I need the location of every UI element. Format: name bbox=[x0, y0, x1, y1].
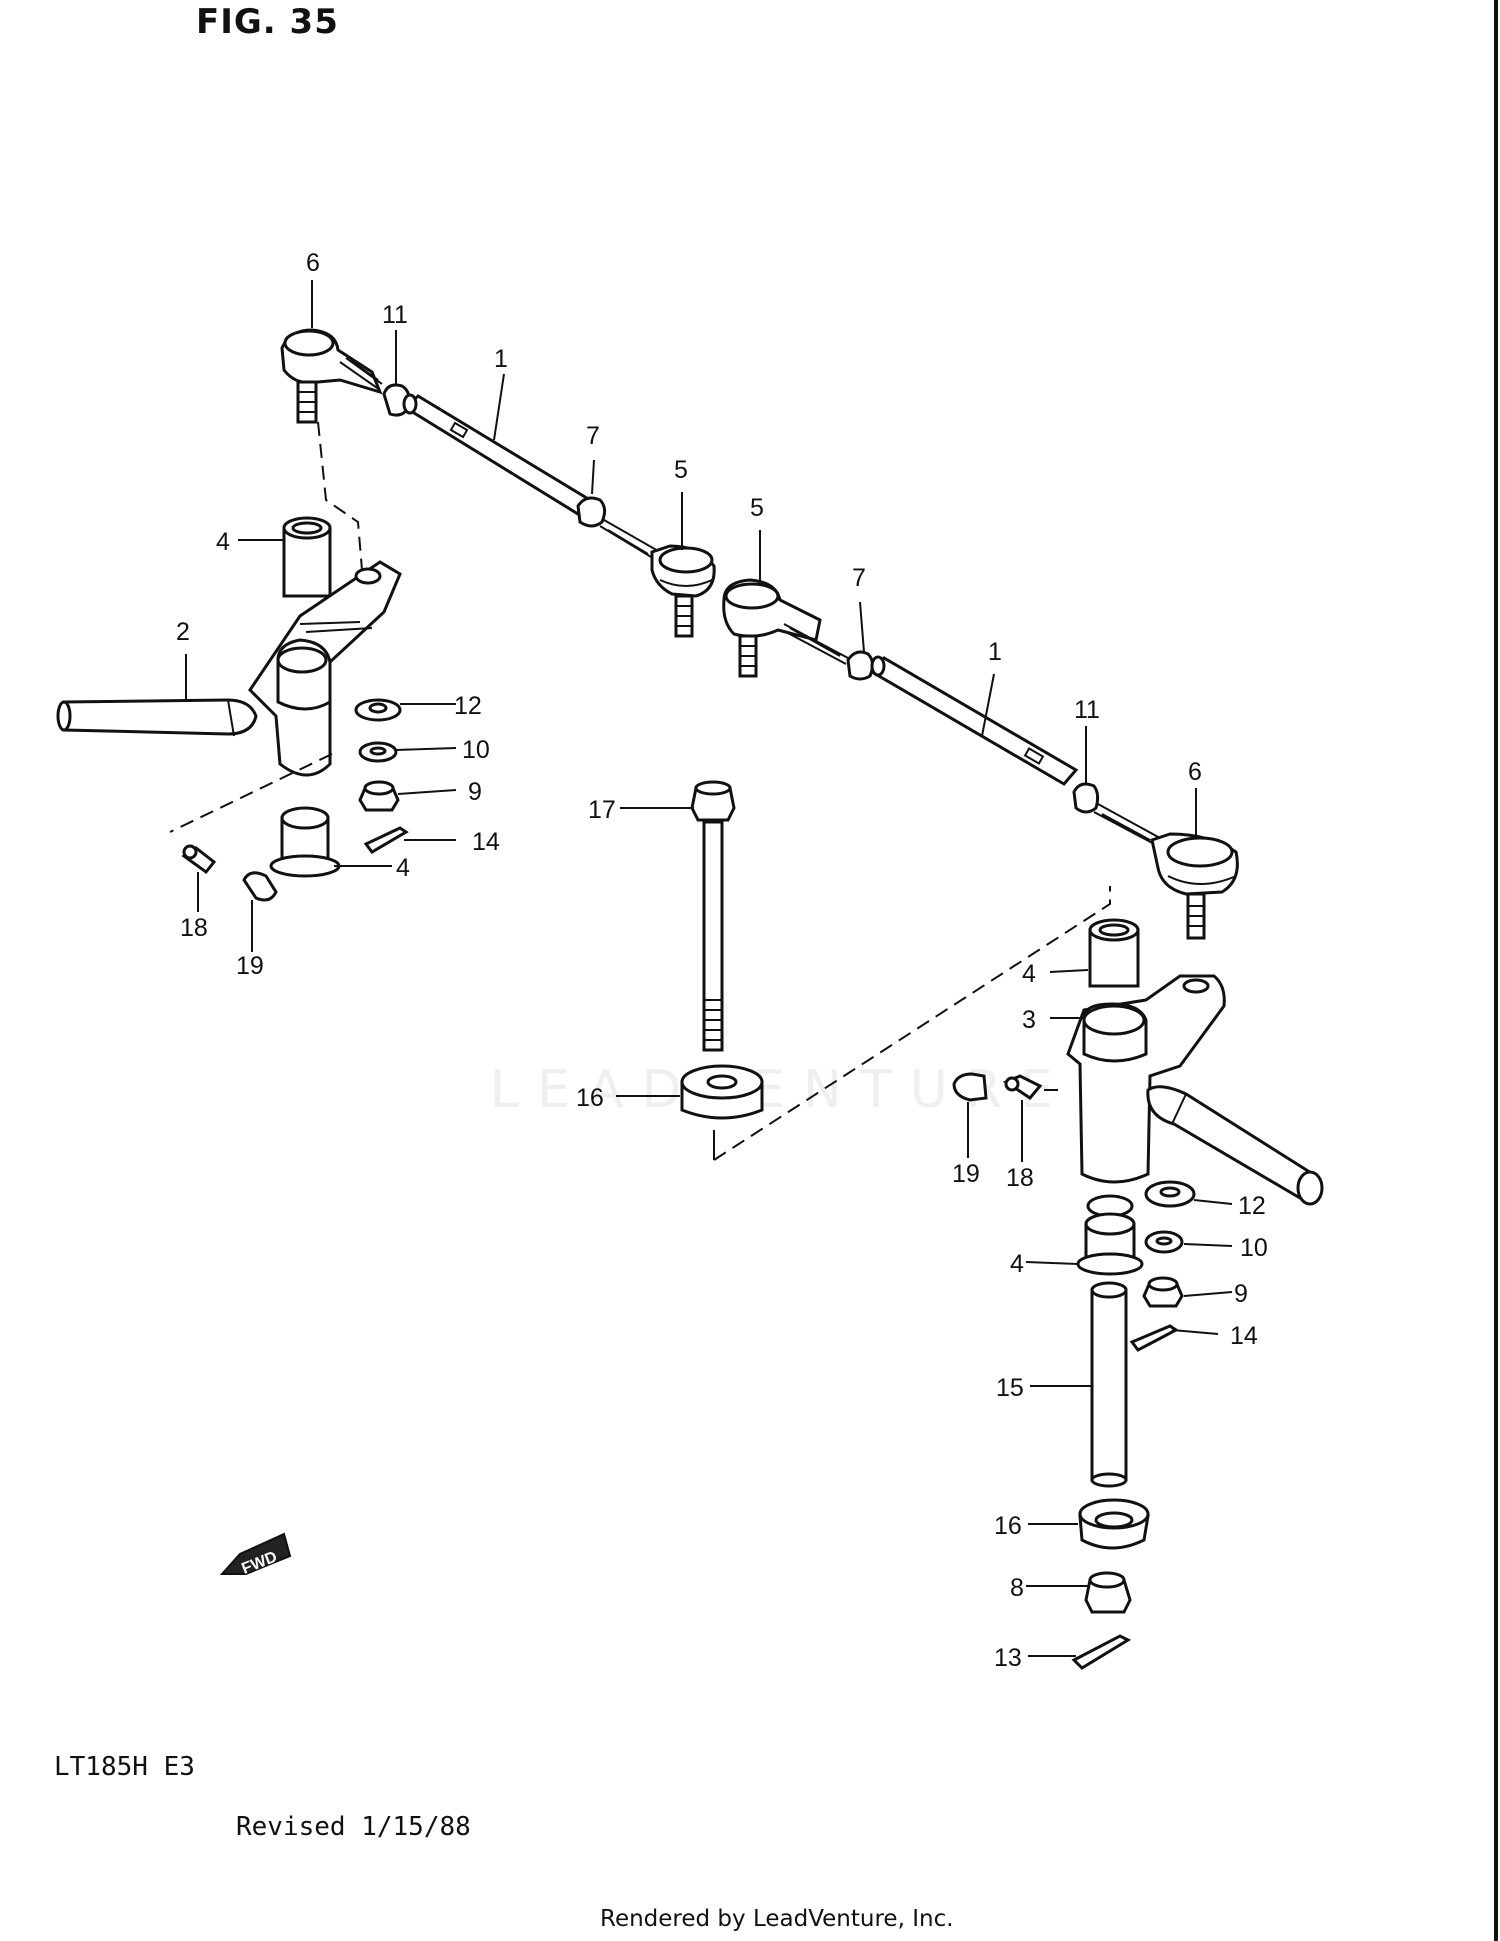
callout-10: 10 bbox=[1240, 1234, 1268, 1262]
callout-4: 4 bbox=[1022, 960, 1036, 988]
model-code: LT185H E3 bbox=[54, 1752, 195, 1782]
bushing-4-lower-left[interactable] bbox=[269, 806, 341, 878]
right-border bbox=[1494, 0, 1498, 1941]
tie-rod-end-5-right[interactable] bbox=[722, 578, 849, 678]
callout-19: 19 bbox=[952, 1160, 980, 1188]
callout-18: 18 bbox=[1006, 1164, 1034, 1192]
callout-13: 13 bbox=[994, 1644, 1022, 1672]
callout-19: 19 bbox=[236, 952, 264, 980]
callout-9: 9 bbox=[1234, 1280, 1248, 1308]
callout-5: 5 bbox=[674, 456, 688, 484]
revision-date: Revised 1/15/88 bbox=[236, 1812, 471, 1842]
callout-18: 18 bbox=[180, 914, 208, 942]
spring-washer-10-left[interactable] bbox=[358, 741, 398, 763]
cotter-pin-14-left[interactable] bbox=[363, 826, 409, 854]
callout-4: 4 bbox=[396, 854, 410, 882]
cotter-pin-13[interactable] bbox=[1071, 1634, 1132, 1670]
callout-6: 6 bbox=[1188, 758, 1202, 786]
callout-6: 6 bbox=[306, 249, 320, 277]
callout-3: 3 bbox=[1022, 1006, 1036, 1034]
callout-15: 15 bbox=[996, 1374, 1024, 1402]
callout-14: 14 bbox=[472, 828, 500, 856]
fwd-arrow-icon: FWD bbox=[219, 1532, 292, 1578]
callout-14: 14 bbox=[1230, 1322, 1258, 1350]
callout-5: 5 bbox=[750, 494, 764, 522]
tie-rod-end-5-left[interactable] bbox=[650, 544, 716, 638]
spacer-16-center[interactable] bbox=[680, 1064, 764, 1120]
cap-19-right[interactable] bbox=[952, 1072, 988, 1102]
lock-nut-7-left[interactable] bbox=[576, 496, 661, 561]
callout-17: 17 bbox=[588, 796, 616, 824]
lock-nut-11-right[interactable] bbox=[1072, 782, 1161, 847]
callout-9: 9 bbox=[468, 778, 482, 806]
bushing-4-upper-right[interactable] bbox=[1088, 918, 1140, 988]
callout-11: 11 bbox=[382, 301, 408, 329]
callout-7: 7 bbox=[586, 422, 600, 450]
castle-nut-8[interactable] bbox=[1084, 1571, 1132, 1614]
tie-rod-1-right[interactable] bbox=[869, 655, 1079, 786]
cotter-pin-14-right[interactable] bbox=[1129, 1324, 1179, 1352]
callout-10: 10 bbox=[462, 736, 490, 764]
callout-1: 1 bbox=[988, 638, 1002, 666]
bushing-4-upper-left[interactable] bbox=[282, 516, 332, 598]
shaft-15[interactable] bbox=[1090, 1281, 1128, 1488]
callout-12: 12 bbox=[454, 692, 482, 720]
cap-19-left[interactable] bbox=[242, 871, 278, 902]
tie-rod-end-6-right[interactable] bbox=[1150, 832, 1239, 940]
callout-4: 4 bbox=[1010, 1250, 1024, 1278]
callout-2: 2 bbox=[176, 618, 190, 646]
grease-nipple-18-left[interactable] bbox=[181, 844, 217, 875]
grease-nipple-18-right[interactable] bbox=[1002, 1074, 1043, 1100]
steering-knuckle-2[interactable] bbox=[56, 560, 402, 777]
bushing-4-lower-right[interactable] bbox=[1076, 1194, 1144, 1276]
callout-16: 16 bbox=[576, 1084, 604, 1112]
callout-1: 1 bbox=[494, 345, 508, 373]
washer-12-left[interactable] bbox=[354, 698, 402, 722]
footer-credit: Rendered by LeadVenture, Inc. bbox=[600, 1906, 954, 1932]
nut-9-left[interactable] bbox=[358, 780, 400, 812]
callout-8: 8 bbox=[1010, 1574, 1024, 1602]
washer-12-right[interactable] bbox=[1144, 1180, 1196, 1208]
callout-12: 12 bbox=[1238, 1192, 1266, 1220]
callout-7: 7 bbox=[852, 564, 866, 592]
spring-washer-10-right[interactable] bbox=[1144, 1230, 1184, 1254]
seal-16-right[interactable] bbox=[1078, 1498, 1150, 1550]
bolt-17[interactable] bbox=[690, 780, 736, 1052]
figure-title: FIG. 35 bbox=[196, 2, 339, 42]
callout-4: 4 bbox=[216, 528, 230, 556]
tie-rod-1-left[interactable] bbox=[402, 393, 593, 516]
steering-knuckle-3[interactable] bbox=[1066, 974, 1324, 1206]
callout-labels: 6 11 1 7 5 5 7 1 11 6 4 2 12 10 9 14 4 1… bbox=[176, 249, 1268, 1672]
callout-11: 11 bbox=[1074, 696, 1100, 724]
lock-nut-7-right[interactable] bbox=[846, 650, 875, 681]
leader-lines bbox=[185, 280, 1233, 1657]
callout-16: 16 bbox=[994, 1512, 1022, 1540]
nut-9-right[interactable] bbox=[1142, 1276, 1184, 1308]
tie-rod-end-6-left[interactable] bbox=[280, 328, 383, 424]
